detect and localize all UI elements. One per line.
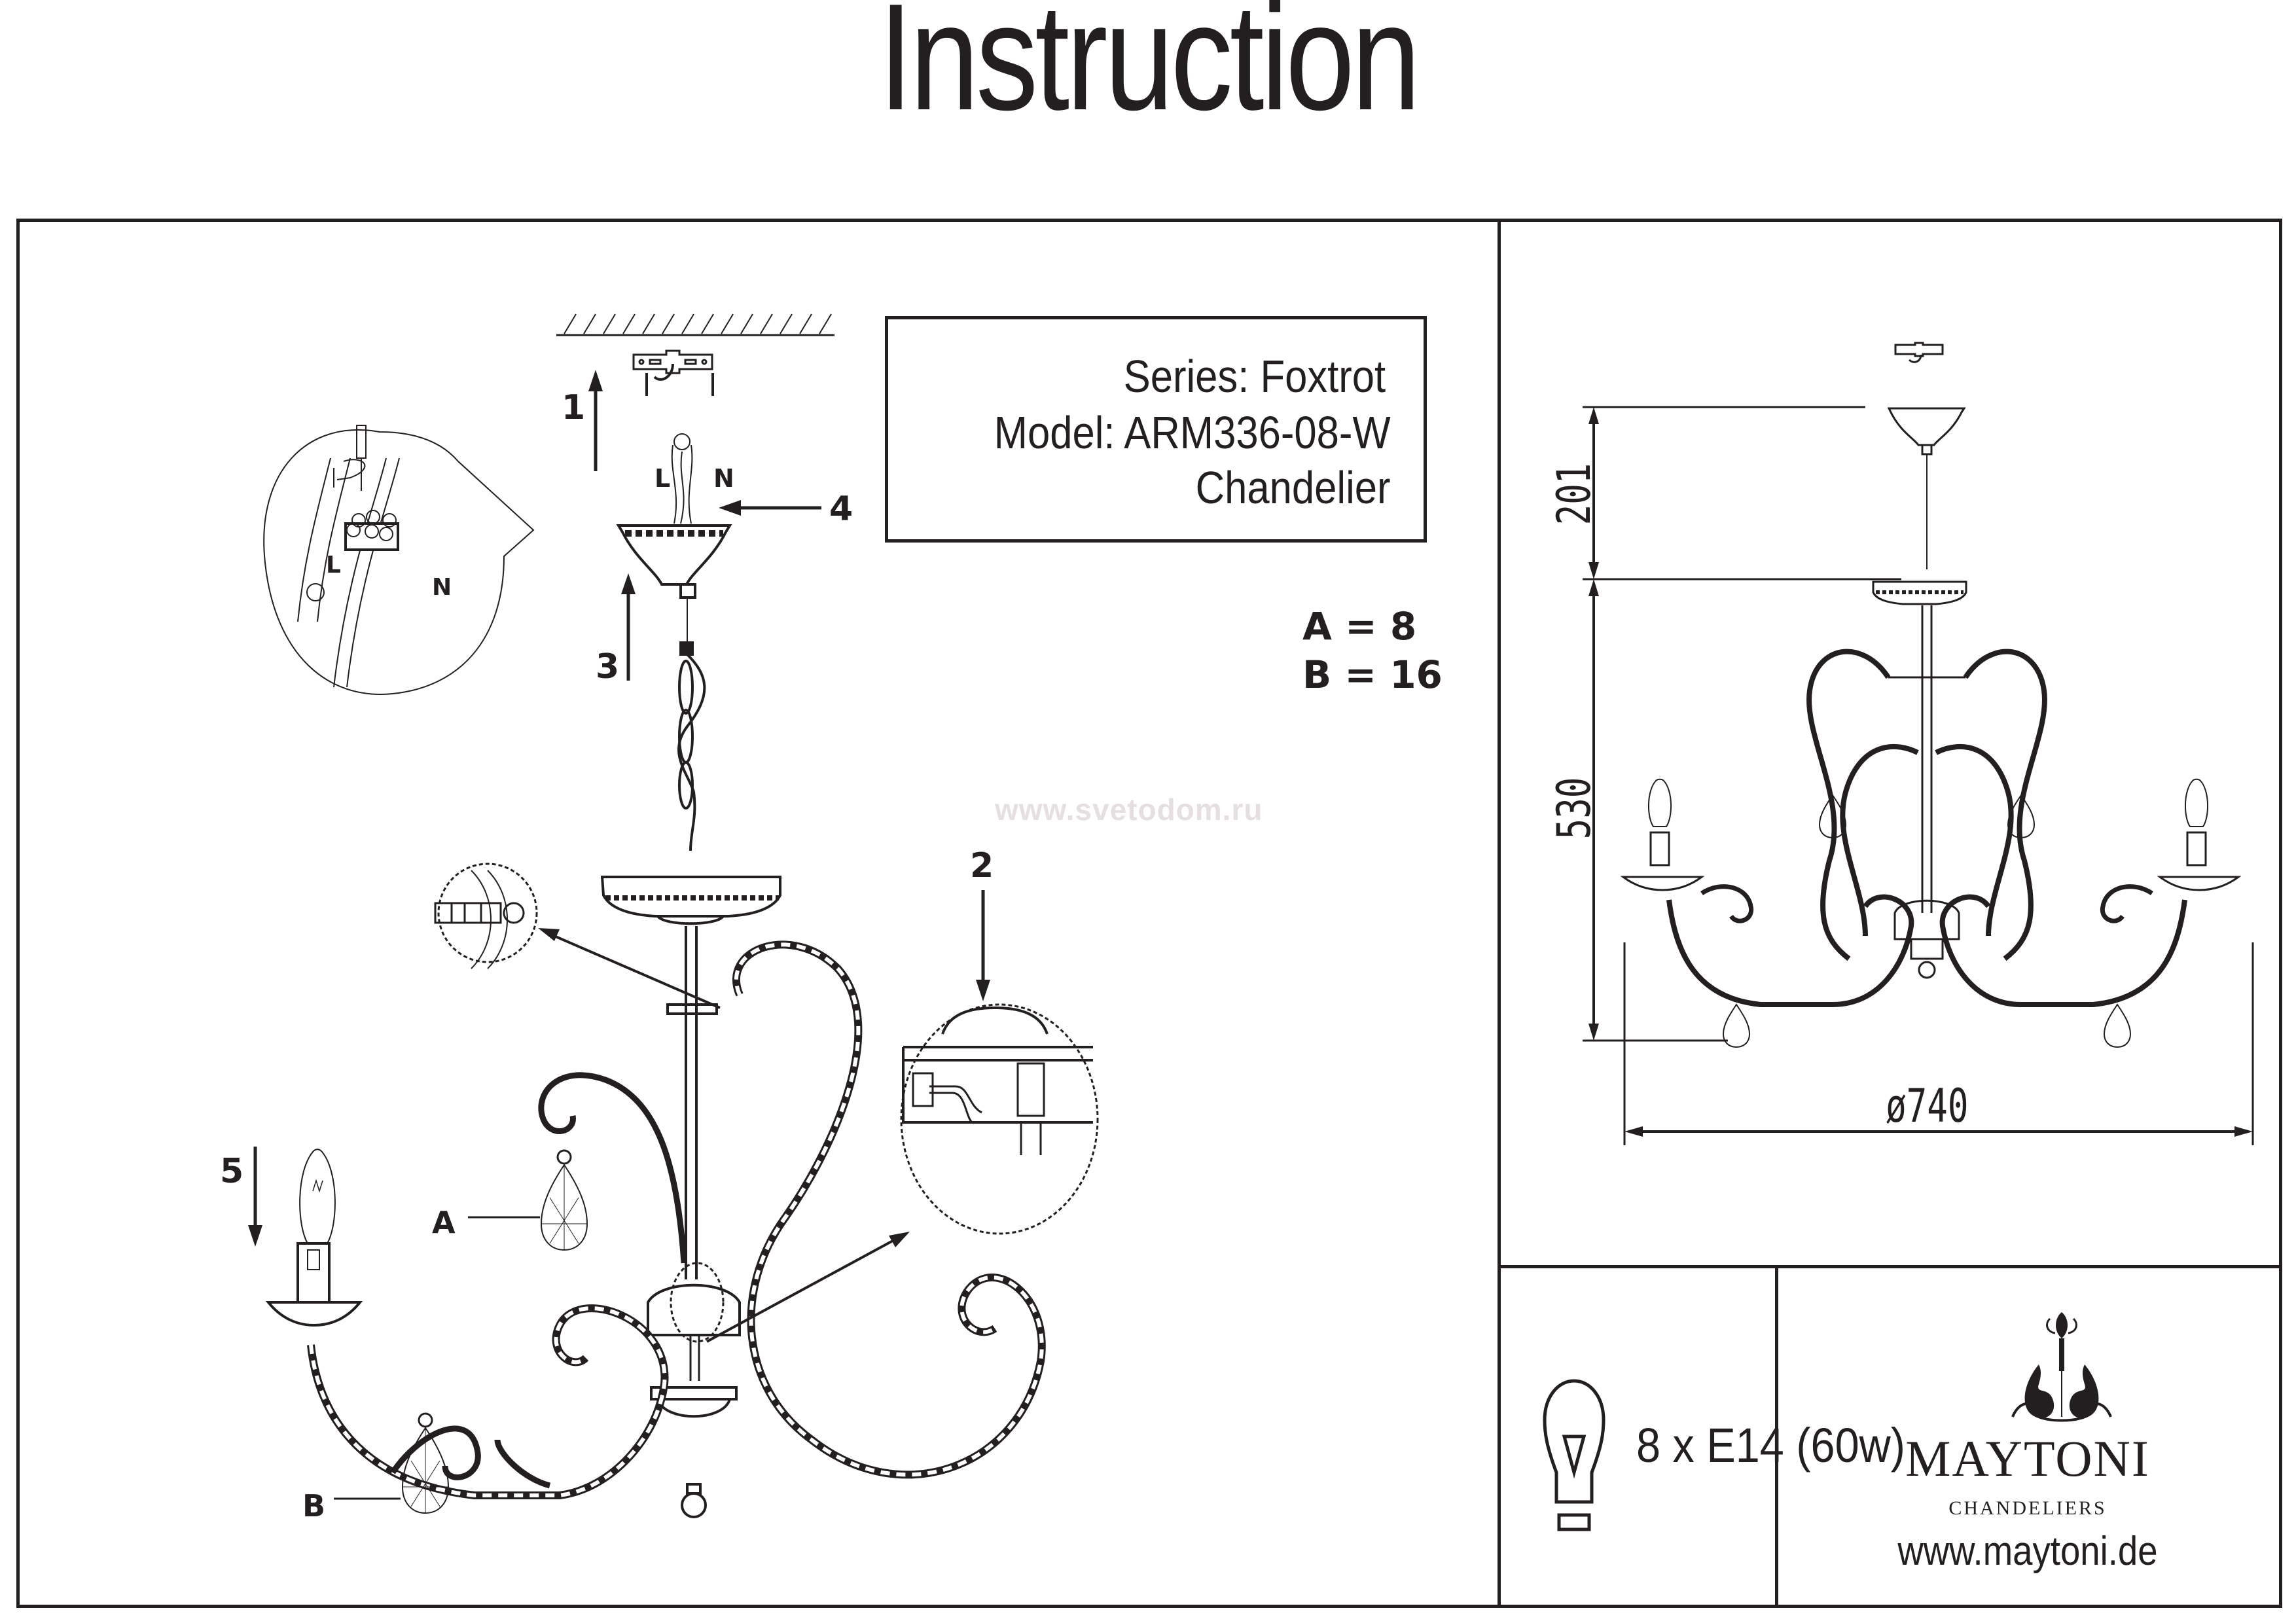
arrow-step-4 (719, 500, 821, 516)
parts-legend-a: A = 8 (1302, 604, 1417, 649)
dimension-arrow-201 (1588, 407, 1599, 579)
step-number-2: 2 (970, 846, 994, 885)
wire-label-neutral: N (713, 464, 734, 493)
detail-pointer-top (538, 928, 721, 1009)
junction-detail (437, 863, 1099, 1343)
watermark-text: www.svetodom.ru (995, 793, 1263, 827)
parts-legend-b: B = 16 (1302, 652, 1443, 697)
detail-wire-label-live: L (326, 552, 341, 579)
detail-pointer-junction (706, 1232, 910, 1343)
page-frame (16, 219, 2282, 1608)
crystal-b (401, 1412, 450, 1514)
callout-label-a: A (432, 1205, 456, 1240)
junction-detail-inner (902, 1006, 1093, 1155)
product-type: Chandelier (1196, 462, 1391, 513)
crystal-a (540, 1149, 588, 1251)
fixture-front-view (1620, 342, 2242, 1048)
arrow-step-1 (588, 370, 603, 471)
ceiling-hatch (556, 313, 834, 336)
dimension-arrow-740 (1624, 1126, 2253, 1137)
bulb-icon (1543, 1379, 1605, 1531)
mounting-bracket (632, 349, 714, 396)
arrow-step-3 (621, 573, 636, 681)
divider-vertical-brand (1775, 1265, 1778, 1605)
assembly-illustration (248, 313, 1099, 1518)
divider-horizontal-info (1498, 1265, 2279, 1268)
bulb-spec: 8 x E14 (60w) (1636, 1418, 1905, 1472)
step-number-5: 5 (220, 1152, 244, 1191)
dimension-canopy-height: 201 (1547, 463, 1602, 526)
brand-website-link[interactable]: www.maytoni.de (1897, 1529, 2158, 1574)
step-number-4: 4 (829, 490, 853, 529)
detail-wire-label-neutral: N (432, 574, 452, 601)
chandelier-arms (307, 940, 1046, 1499)
chandelier-body (600, 876, 781, 1518)
divider-vertical-main (1498, 219, 1501, 1605)
terminal-block-detail (263, 425, 535, 695)
step-number-3: 3 (596, 647, 620, 687)
arrow-step-5 (248, 1147, 262, 1247)
chain-and-cable (677, 597, 706, 851)
candle-socket (265, 1149, 363, 1327)
maytoni-logo-ornament (2011, 1312, 2112, 1422)
brand-name: MAYTONI (1905, 1430, 2150, 1487)
arm-bolt-detail (434, 870, 525, 969)
wire-label-live: L (655, 464, 671, 493)
product-series: Series: Foxtrot (1123, 351, 1386, 402)
arrow-step-2 (976, 890, 990, 1001)
dimension-body-height: 530 (1547, 777, 1602, 840)
supply-wires (671, 433, 693, 524)
product-info-box: Series: Foxtrot Model: ARM336-08-W Chand… (885, 316, 1427, 543)
callout-label-b: B (302, 1488, 326, 1524)
product-model: Model: ARM336-08-W (994, 407, 1391, 458)
step-number-1: 1 (562, 388, 586, 427)
document-title: Instruction (878, 0, 1420, 142)
dimension-extension-lines (1583, 406, 2254, 1145)
dimension-diameter: ø740 (1886, 1079, 1969, 1133)
dimension-arrow-530 (1588, 579, 1599, 1041)
brand-subtitle: CHANDELIERS (1948, 1497, 2107, 1519)
